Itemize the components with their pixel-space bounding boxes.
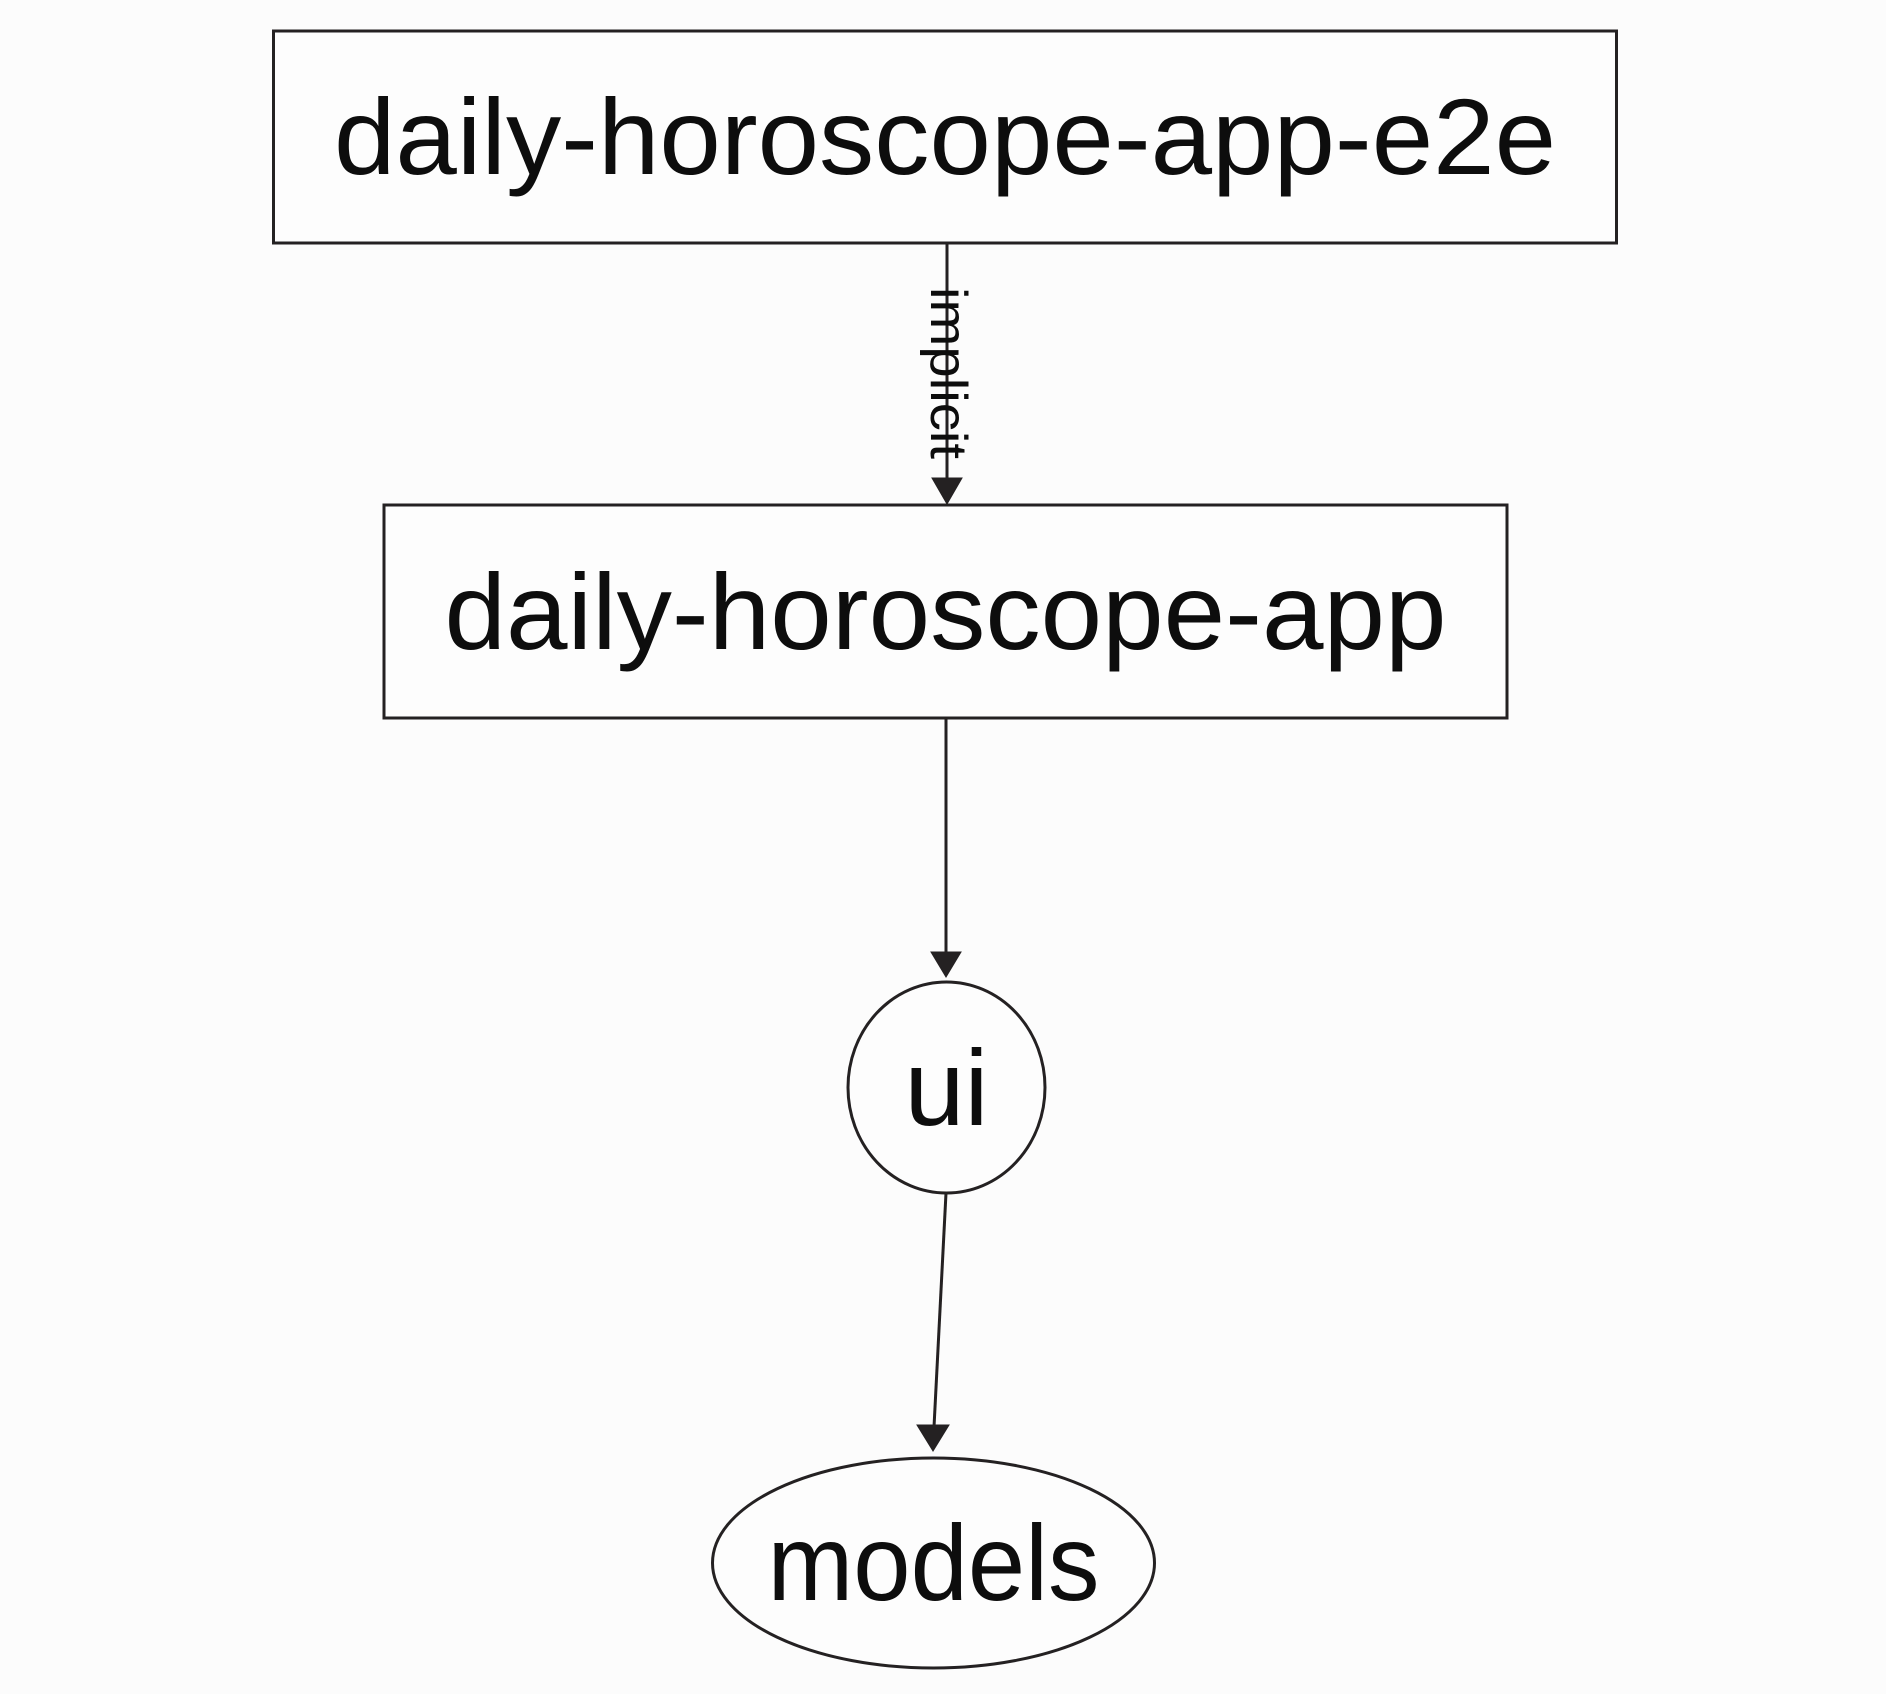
node-daily-horoscope-app[interactable]: daily-horoscope-app	[382, 503, 1509, 720]
node-daily-horoscope-app-e2e[interactable]: daily-horoscope-app-e2e	[272, 29, 1618, 245]
node-label: ui	[904, 1027, 988, 1148]
node-box	[382, 503, 1509, 720]
arrowhead	[930, 951, 962, 978]
node-ellipse	[711, 1456, 1156, 1670]
node-models[interactable]: models	[711, 1456, 1156, 1670]
node-box	[272, 29, 1618, 245]
node-label: daily-horoscope-app	[445, 551, 1447, 672]
arrowhead	[931, 477, 963, 506]
arrowhead	[916, 1424, 950, 1452]
node-label: models	[768, 1502, 1100, 1623]
node-ui[interactable]: ui	[846, 980, 1047, 1195]
edge-ui-to-models	[916, 1192, 950, 1452]
edge-line	[932, 1192, 948, 1428]
edge-label-implicit: implicit	[919, 287, 977, 460]
node-ellipse	[846, 980, 1047, 1195]
node-label: daily-horoscope-app-e2e	[334, 76, 1556, 197]
edge-e2e-to-app: implicit	[919, 243, 977, 506]
edge-app-to-ui	[930, 718, 962, 978]
